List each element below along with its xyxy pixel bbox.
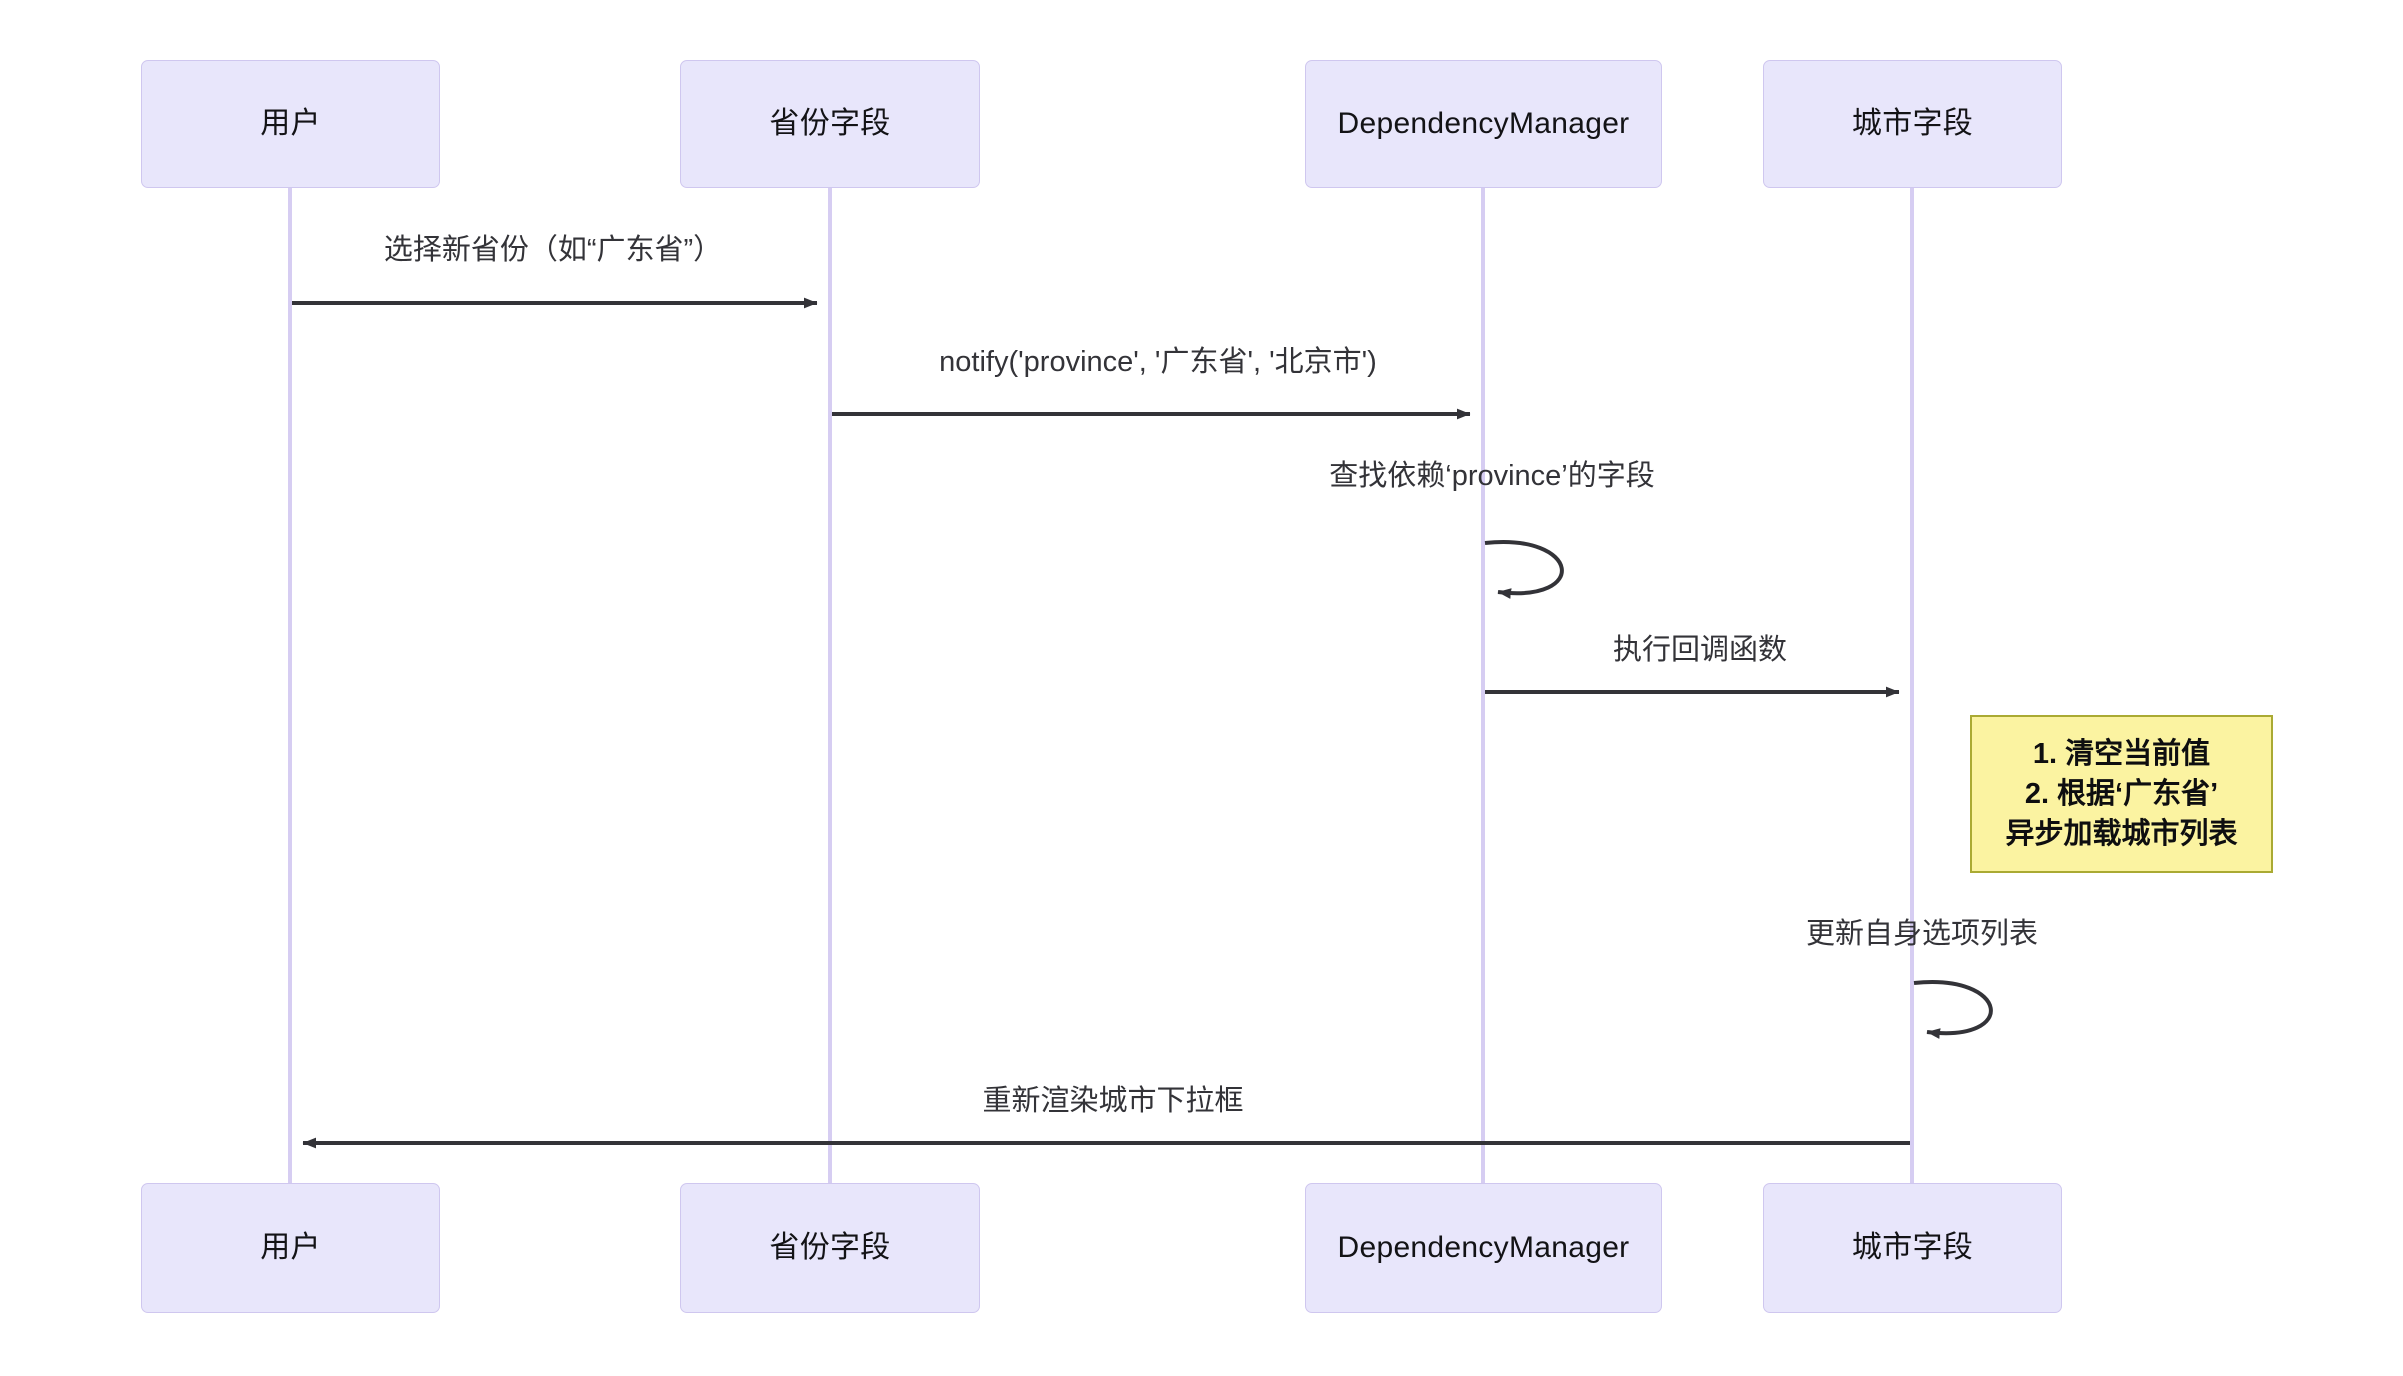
note-box-city-actions: 1. 清空当前值 2. 根据‘广东省’ 异步加载城市列表 <box>1970 715 2273 873</box>
participant-box-bottom-user[interactable]: 用户 <box>141 1183 440 1313</box>
participant-box-top-province[interactable]: 省份字段 <box>680 60 980 188</box>
message-arrows <box>292 297 1993 1149</box>
note-line-1: 1. 清空当前值 <box>2032 737 2211 770</box>
participant-label: 用户 <box>260 1231 321 1264</box>
message-arrow-m5 <box>1913 980 1993 1039</box>
participant-label: 城市字段 <box>1851 1231 1974 1264</box>
participant-label: 省份字段 <box>769 107 891 140</box>
participant-label: 城市字段 <box>1851 107 1974 140</box>
participant-box-top-city[interactable]: 城市字段 <box>1763 60 2062 188</box>
participant-box-bottom-city[interactable]: 城市字段 <box>1763 1183 2062 1313</box>
lifelines <box>288 188 1914 1183</box>
participant-label: 省份字段 <box>769 1231 891 1264</box>
note-line-3: 异步加载城市列表 <box>2005 818 2238 850</box>
participant-box-bottom-province[interactable]: 省份字段 <box>680 1183 980 1313</box>
message-arrow-m3 <box>1484 540 1564 599</box>
message-label-m2: notify('province', '广东省', '北京市') <box>939 346 1377 378</box>
participant-label: DependencyManager <box>1337 107 1630 140</box>
message-label-m6: 重新渲染城市下拉框 <box>982 1085 1244 1117</box>
participant-label: DependencyManager <box>1337 1231 1630 1264</box>
note-line-2: 2. 根据‘广东省’ <box>2024 777 2219 810</box>
message-label-m4: 执行回调函数 <box>1612 634 1788 666</box>
message-label-m3: 查找依赖‘province’的字段 <box>1329 460 1655 492</box>
participant-label: 用户 <box>260 107 321 140</box>
message-label-m5: 更新自身选项列表 <box>1805 918 2039 950</box>
participant-box-top-manager[interactable]: DependencyManager <box>1305 60 1662 188</box>
message-label-m1: 选择新省份（如“广东省”） <box>383 234 723 266</box>
participant-box-top-user[interactable]: 用户 <box>141 60 440 188</box>
participant-box-bottom-manager[interactable]: DependencyManager <box>1305 1183 1662 1313</box>
